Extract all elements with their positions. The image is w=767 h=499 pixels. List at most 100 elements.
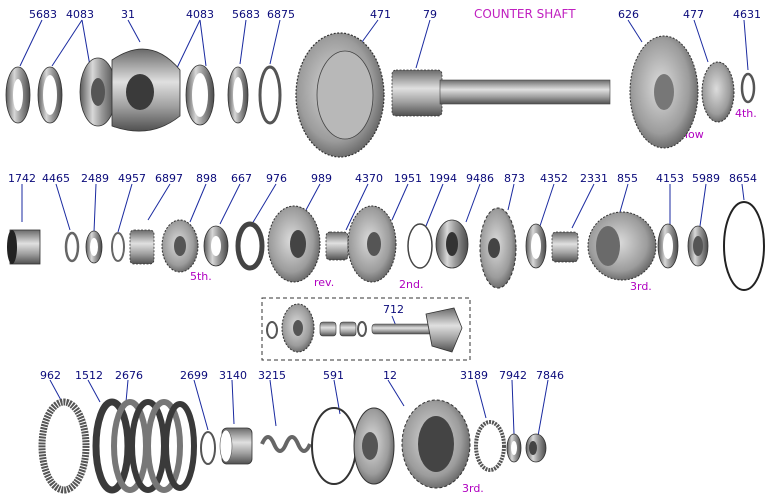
callout-label: 1742 [8, 172, 36, 185]
callout-label: 8654 [729, 172, 757, 185]
callout-label: 712 [383, 303, 404, 316]
synchro-ring-shape [235, 221, 265, 271]
clutch-plate-shape [38, 398, 90, 494]
snap-ring-shape [258, 65, 282, 125]
gear-tag: low [685, 128, 704, 141]
callout-label: 5683 [29, 8, 57, 21]
callout-label: 4465 [42, 172, 70, 185]
callout-label: 3189 [460, 369, 488, 382]
callout-label: 976 [266, 172, 287, 185]
callout-label: 12 [383, 369, 397, 382]
callout-label: 3140 [219, 369, 247, 382]
retainer-bore [219, 429, 233, 463]
gear-tag: rev. [314, 276, 334, 289]
bearing-bore [446, 232, 458, 256]
gear-tag: 3rd. [462, 482, 484, 495]
callout-label: 2331 [580, 172, 608, 185]
gear-hub [488, 238, 500, 258]
row-2: 1742 4465 2489 4957 6897 898 667 976 989… [7, 172, 765, 293]
bearing-bore [91, 78, 105, 106]
collar-hole [693, 236, 703, 256]
callout-label: 591 [323, 369, 344, 382]
callout-label: 7846 [536, 369, 564, 382]
bearing-bore [211, 236, 221, 256]
washer-shape [357, 321, 367, 337]
counter-shaft-shape [439, 79, 611, 105]
callout-label: 2676 [115, 369, 143, 382]
callout-label: 5989 [692, 172, 720, 185]
washer-hole [13, 79, 23, 111]
gear-hub [596, 226, 620, 266]
drum-interior [418, 416, 454, 472]
snap-ring-shape [740, 72, 756, 104]
callout-label: 471 [370, 8, 391, 21]
clutch-disc-shape [145, 399, 183, 493]
needle-bearing-shape [129, 229, 155, 265]
gear-tag: 4th. [735, 107, 757, 120]
counter-gear-teeth [391, 69, 443, 117]
needle-bearing-shape [339, 321, 357, 337]
callout-label: 667 [231, 172, 252, 185]
callout-label: 1512 [75, 369, 103, 382]
bearing-race-hole [192, 73, 208, 117]
sleeve-bore [7, 230, 17, 264]
callout-label: 5683 [232, 8, 260, 21]
callout-label: 4083 [186, 8, 214, 21]
needle-bearing-shape [325, 231, 349, 261]
ring-gear-web [316, 50, 374, 140]
callout-label: 79 [423, 8, 437, 21]
fourth-gear-shape [701, 61, 735, 123]
gear-tag: 2nd. [399, 278, 423, 291]
gear-hub [174, 236, 186, 256]
reverse-idler-inset [261, 297, 471, 361]
bearing-race-hole [43, 75, 57, 115]
needle-bearing-shape [551, 231, 579, 263]
callout-label: 7942 [499, 369, 527, 382]
differential-window [126, 74, 154, 110]
callout-label: 4153 [656, 172, 684, 185]
collar-hole [529, 441, 537, 455]
diagram-title: COUNTER SHAFT [474, 7, 576, 21]
callout-label: 4352 [540, 172, 568, 185]
callout-label: 4083 [66, 8, 94, 21]
callout-label: 1951 [394, 172, 422, 185]
washer-hole [233, 77, 243, 113]
callout-label: 989 [311, 172, 332, 185]
snap-ring-shape [111, 232, 125, 262]
thrust-washer-hole [663, 233, 673, 259]
snap-ring-shape [723, 201, 765, 291]
roller-bearing-shape [474, 420, 506, 472]
callout-label: 6897 [155, 172, 183, 185]
gear-tag: 5th. [190, 270, 212, 283]
gear-hub [293, 320, 303, 336]
snap-ring-shape [64, 231, 80, 263]
callout-label: 898 [196, 172, 217, 185]
callout-label: 4957 [118, 172, 146, 185]
snap-ring-shape [407, 223, 433, 269]
callout-label: 2699 [180, 369, 208, 382]
idler-shaft-shape [371, 323, 433, 335]
gear-hub [367, 232, 381, 256]
collar-hole [90, 238, 98, 256]
callout-label: 4631 [733, 8, 761, 21]
thrust-bearing-hole [531, 233, 541, 259]
gear-tag: 3rd. [630, 280, 652, 293]
clutch-disc-shape [92, 398, 132, 494]
row-4: 962 1512 2676 2699 3140 3215 591 12 3189… [38, 369, 564, 495]
callout-label: 626 [618, 8, 639, 21]
callout-label: 873 [504, 172, 525, 185]
gear-hub [654, 74, 674, 110]
idler-bracket-shape [425, 307, 463, 353]
callout-label: 855 [617, 172, 638, 185]
clutch-disc-shape [163, 401, 197, 491]
callout-label: 3215 [258, 369, 286, 382]
needle-bearing-shape [319, 321, 337, 337]
callout-label: 1994 [429, 172, 457, 185]
callout-label: 9486 [466, 172, 494, 185]
callout-label: 6875 [267, 8, 295, 21]
callout-label: 477 [683, 8, 704, 21]
row-3: 712 [261, 297, 471, 361]
callout-label: 962 [40, 369, 61, 382]
